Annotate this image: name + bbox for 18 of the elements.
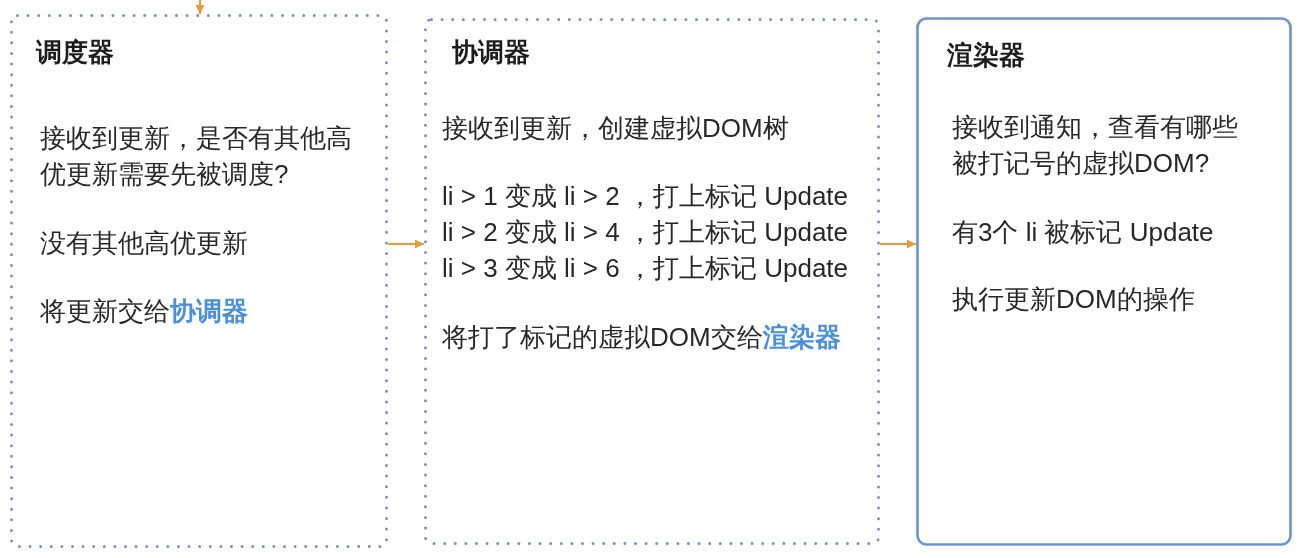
body-text: li > 1 变成 li > 2 ，打上标记 Update bbox=[442, 180, 850, 213]
arrow bbox=[387, 239, 425, 249]
box-heading: 协调器 bbox=[452, 36, 530, 69]
box-heading: 渲染器 bbox=[947, 39, 1025, 72]
body-text: 接收到更新，创建虚拟DOM树 bbox=[442, 112, 790, 145]
box-heading: 调度器 bbox=[36, 36, 114, 69]
body-text: li > 3 变成 li > 6 ，打上标记 Update bbox=[442, 252, 850, 285]
body-text: 将打了标记的虚拟DOM交给渲染器 bbox=[442, 321, 842, 354]
body-text: 没有其他高优更新 bbox=[40, 227, 249, 260]
arrow bbox=[195, 0, 205, 15]
body-text: 接收到通知，查看有哪些被打记号的虚拟DOM? bbox=[952, 111, 1239, 180]
body-text: 有3个 li 被标记 Update bbox=[952, 216, 1215, 249]
body-text: li > 2 变成 li > 4 ，打上标记 Update bbox=[442, 216, 850, 249]
arrow bbox=[879, 239, 917, 249]
process-box bbox=[916, 17, 1292, 546]
body-text: 执行更新DOM的操作 bbox=[952, 283, 1196, 316]
body-text: 接收到更新，是否有其他高优更新需要先被调度? bbox=[40, 122, 353, 191]
body-text: 将更新交给协调器 bbox=[40, 295, 249, 328]
